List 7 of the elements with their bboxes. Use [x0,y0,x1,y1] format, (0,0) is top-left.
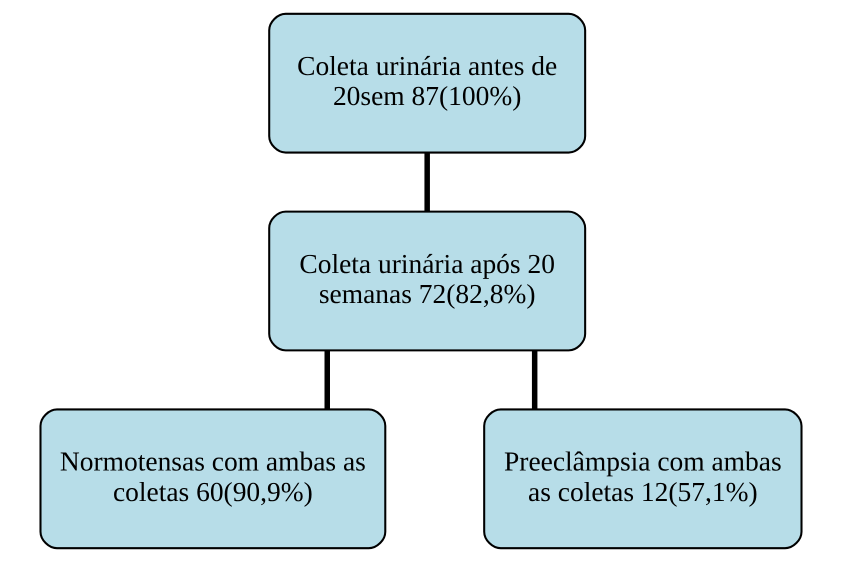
connector [532,350,538,410]
connector [324,350,330,410]
node-box: Coleta urinária antes de 20sem 87(100%) [268,12,586,154]
connector [424,152,430,212]
node-box: Coleta urinária após 20 semanas 72(82,8%) [268,210,586,352]
node-box: Preeclâmpsia com ambas as coletas 12(57,1%) [483,408,803,550]
node-box: Normotensas com ambas as coletas 60(90,9%) [39,408,386,550]
